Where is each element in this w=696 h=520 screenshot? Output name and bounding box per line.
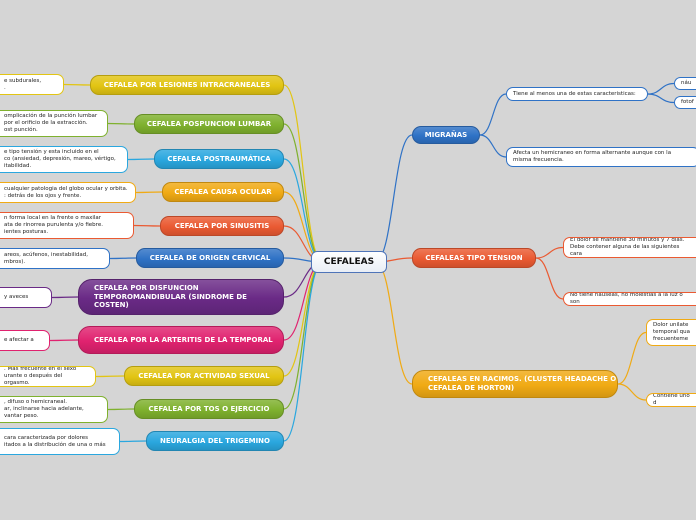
connector-note-right-2-0 (617, 331, 647, 385)
connector-left-0 (283, 84, 324, 263)
topic-pospuncion-lumbar[interactable]: CEFALEA POSPUNCION LUMBAR (134, 114, 284, 134)
topic-migranas[interactable]: MIGRAÑAS (412, 126, 480, 144)
connector-note-left-3 (135, 191, 163, 194)
topic-disfuncion-temporomandibular[interactable]: CEFALEA POR DISFUNCION TEMPOROMANDIBULAR… (78, 279, 284, 315)
note-disfuncion-temporomandibular: y aveces (0, 287, 52, 308)
note-migranas-hemicraneo: Afecta un hemicraneo en forma alternante… (506, 147, 696, 167)
connector-note-left-8 (95, 375, 125, 378)
topic-sinusitis[interactable]: CEFALEA POR SINUSITIS (160, 216, 284, 236)
note-neuralgia-trigemino: cara caracterizada por dolores itados a … (0, 428, 120, 455)
topic-neuralgia-trigemino[interactable]: NEURALGIA DEL TRIGEMINO (146, 431, 284, 451)
topic-lesiones-intracraneales[interactable]: CEFALEA POR LESIONES INTRACRANEALES (90, 75, 284, 95)
connector-note-left-7 (49, 339, 79, 342)
note-migranas-nauseas: náu (674, 77, 696, 90)
topic-tipo-tension[interactable]: CEFALEAS TIPO TENSION (412, 248, 536, 268)
note-causa-ocular: cualquier patologia del globo ocular y o… (0, 182, 136, 203)
connector-note-left-6 (51, 296, 79, 299)
topic-postraumatica[interactable]: CEFALEA POSTRAUMÁTICA (154, 149, 284, 169)
connector-note-left-0 (63, 83, 91, 86)
connector-note-right-2-1 (617, 383, 647, 401)
note-migranas-caracteristicas: Tiene al menos una de estas caracteristi… (506, 87, 648, 101)
topic-racimos-cluster[interactable]: CEFALEAS EN RACIMOS. (CLUSTER HEADACHE O… (412, 370, 618, 398)
note-migranas-fotofobia: fotof (674, 96, 696, 109)
connector-subnote-1 (647, 93, 675, 104)
note-arteritis-temporal: e afectar a (0, 330, 50, 351)
note-lesiones-intracraneales: e subdurales, . (0, 74, 64, 95)
connector-left-10 (283, 261, 324, 442)
topic-tos-ejercicio[interactable]: CEFALEA POR TOS O EJERCICIO (134, 399, 284, 419)
note-racimos-contiene: Contiene uno d (646, 393, 696, 407)
note-tension-duracion: El dolor se mantiene 30 minutos y 7 días… (563, 237, 696, 258)
note-actividad-sexual: . Más frecuente en el sexo urante o desp… (0, 366, 96, 387)
connector-left-9 (283, 261, 324, 410)
connector-note-left-1 (107, 122, 135, 125)
connector-note-right-0-1 (479, 134, 507, 158)
note-racimos-dolor: Dolor unilate temporal qua frecuenteme (646, 319, 696, 346)
topic-causa-ocular[interactable]: CEFALEA CAUSA OCULAR (162, 182, 284, 202)
note-tos-ejercicio: , difuso o hemicraneal. ar, inclinarse h… (0, 396, 108, 423)
connector-subnote-0 (647, 82, 675, 95)
topic-arteritis-temporal[interactable]: CEFALEA POR LA ARTERITIS DE LA TEMPORAL (78, 326, 284, 354)
connector-note-right-1-1 (535, 257, 564, 300)
topic-origen-cervical[interactable]: CEFALEA DE ORIGEN CERVICAL (136, 248, 284, 268)
connector-right-2 (374, 261, 413, 385)
note-origen-cervical: areos, acúfenos, inestabilidad, mbros). (0, 248, 110, 269)
connector-left-1 (283, 123, 324, 263)
note-pospuncion-lumbar: omplicación de la punción lumbar por el … (0, 110, 108, 137)
topic-actividad-sexual[interactable]: CEFALEA POR ACTIVIDAD SEXUAL (124, 366, 284, 386)
connector-right-0 (374, 134, 413, 263)
connector-note-right-0-0 (479, 93, 507, 136)
connector-note-right-1-0 (535, 246, 564, 259)
connector-note-left-4 (133, 224, 161, 227)
connector-note-left-10 (119, 440, 147, 443)
note-postraumatica: e tipo tensión y esta incluido en el co … (0, 146, 128, 173)
connector-note-left-5 (109, 257, 137, 260)
connector-note-left-9 (107, 408, 135, 411)
note-sinusitis: n forma local en la frente o maxilar ata… (0, 212, 134, 239)
connector-left-7 (283, 261, 324, 341)
note-tension-sin-nauseas: No tiene nauseas, no molestias a la luz … (563, 292, 696, 306)
central-topic[interactable]: CEFALEAS (311, 251, 387, 273)
connector-note-left-2 (127, 158, 155, 161)
